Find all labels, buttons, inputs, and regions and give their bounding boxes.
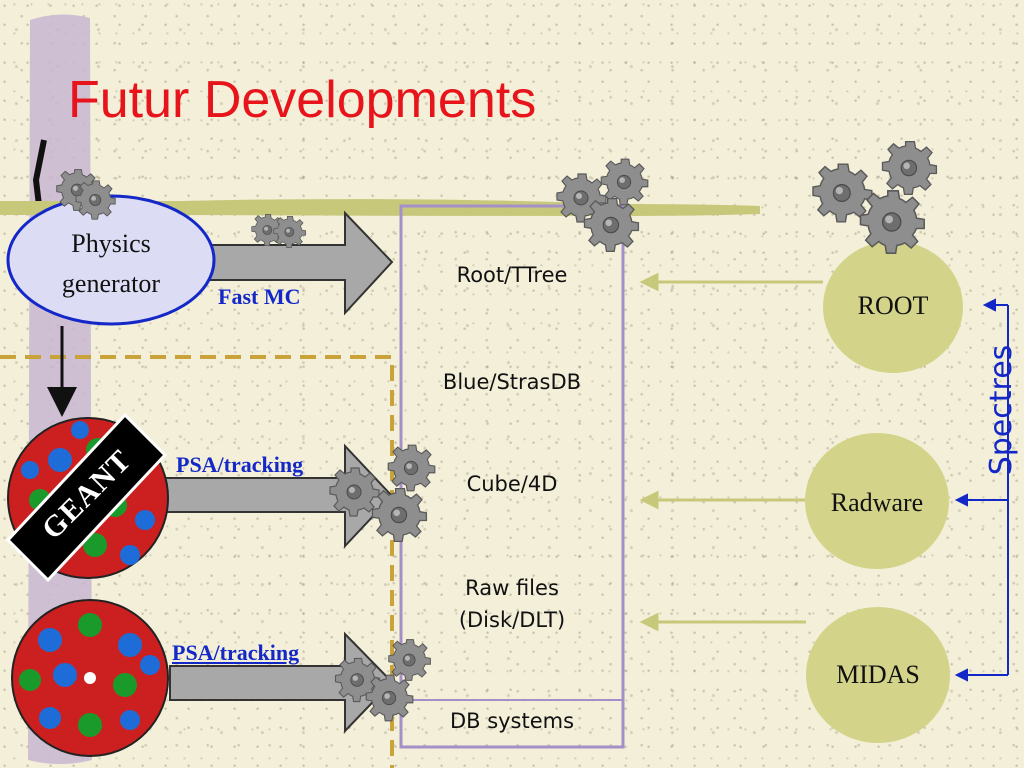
raw-files-line1: Raw files <box>465 576 559 600</box>
raw-files-line2: (Disk/DLT) <box>458 608 566 632</box>
storage-item-root-ttree: Root/TTree <box>456 263 568 287</box>
fast-mc-arrow <box>209 210 394 316</box>
detector-sphere-2 <box>11 599 169 757</box>
spectres-bracket <box>954 298 1009 682</box>
gear-icon <box>812 140 938 254</box>
fast-mc-label: Fast MC <box>218 284 301 309</box>
midas-label: MIDAS <box>836 660 920 689</box>
physics-generator-node[interactable] <box>6 194 216 326</box>
storage-item-raw-files: Raw files (Disk/DLT) <box>401 572 623 636</box>
midas-node[interactable] <box>806 607 950 743</box>
tool-arrows <box>639 272 823 632</box>
physics-generator-line1: Physics <box>71 229 151 258</box>
spectres-label: Spectres <box>984 344 1019 476</box>
physics-generator-label: Physics generator <box>8 224 214 304</box>
radware-label: Radware <box>830 488 924 517</box>
page-title: Futur Developments <box>68 71 537 129</box>
storage-item-blue-strasdb: Blue/StrasDB <box>442 370 582 394</box>
storage-item-db-systems: DB systems <box>449 709 575 733</box>
psa-tracking-label-1: PSA/tracking <box>176 452 304 477</box>
gear-icon <box>251 214 306 248</box>
dashed-boundary <box>0 355 394 768</box>
radware-node[interactable] <box>805 433 949 569</box>
storage-item-cube-4d: Cube/4D <box>466 472 558 496</box>
geant-banner <box>5 412 168 583</box>
psa-tracking-label-2[interactable]: PSA/tracking <box>172 640 300 665</box>
physics-generator-line2: generator <box>61 269 161 298</box>
root-node[interactable] <box>823 241 963 373</box>
root-label: ROOT <box>857 291 929 320</box>
